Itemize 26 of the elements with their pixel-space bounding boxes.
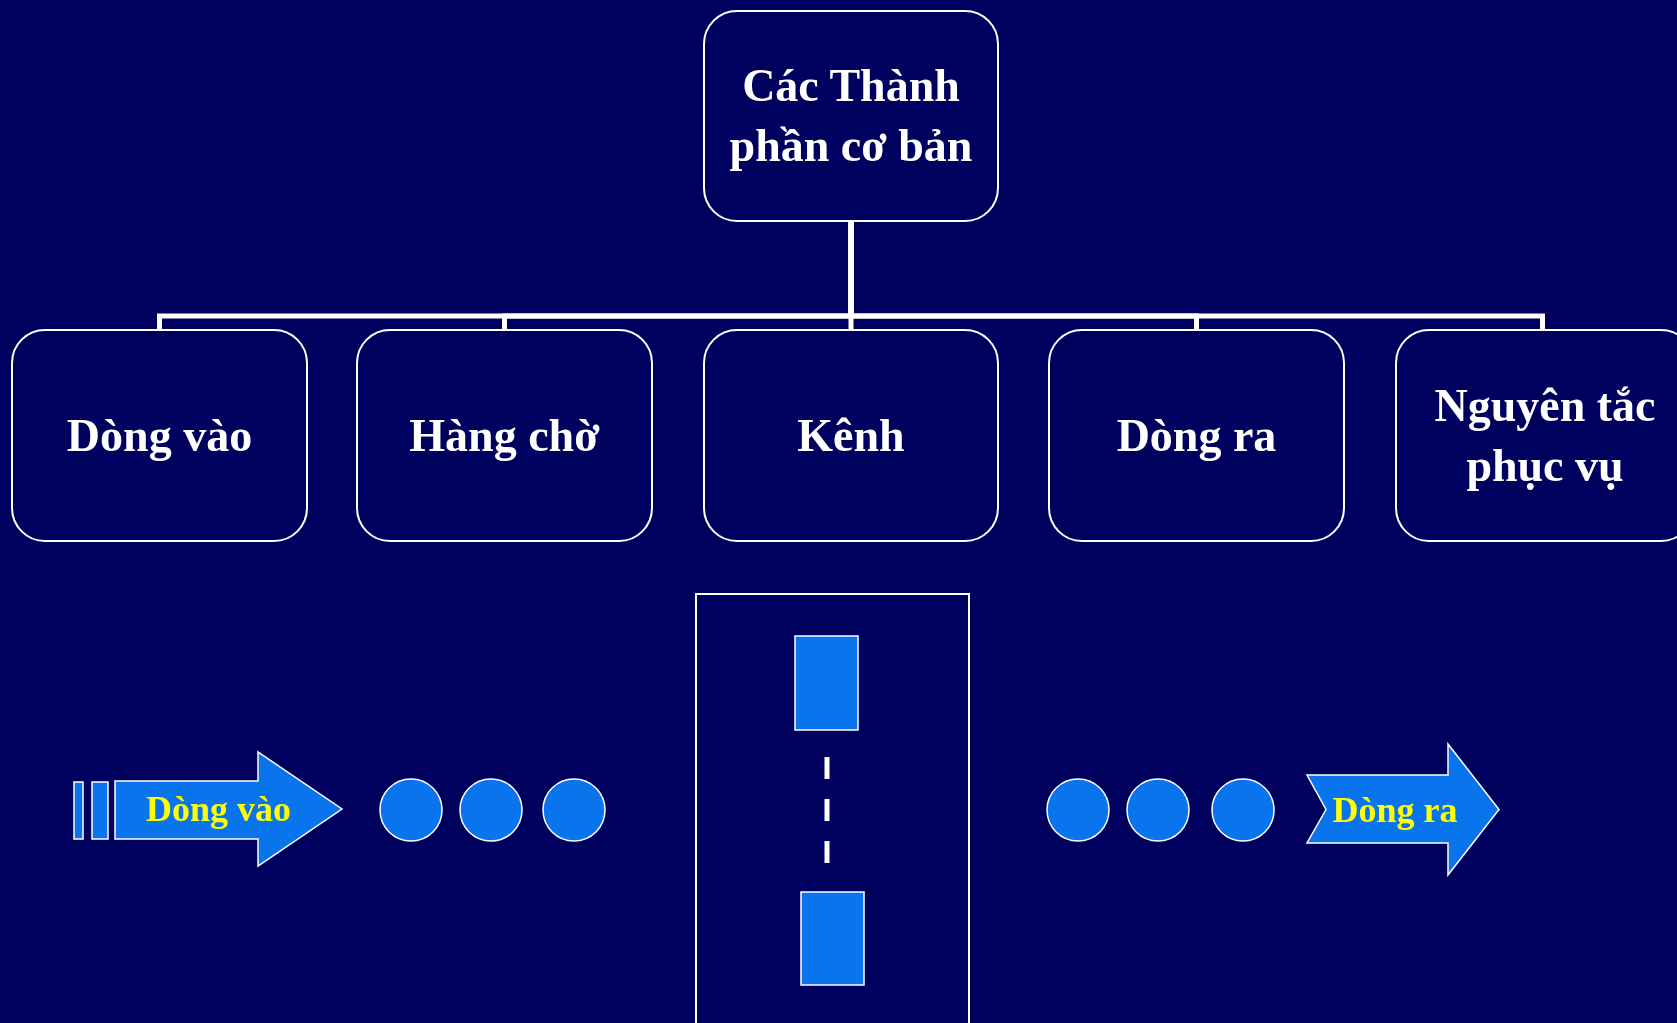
queue-circle (1126, 778, 1190, 842)
block-arrow (115, 752, 342, 866)
flow-label: Dòng vào (146, 788, 291, 830)
component-box (703, 329, 999, 542)
connector-line (848, 222, 1545, 329)
channel-frame (696, 594, 969, 1023)
component-label: Nguyên tắc phục vụ (1433, 378, 1657, 493)
queue-circle (379, 778, 443, 842)
flow-label: Dòng ra (1332, 788, 1458, 831)
component-label: Dòng ra (1116, 408, 1277, 463)
server-block (800, 891, 865, 986)
component-label: Dòng vào (66, 408, 253, 463)
queue-circle (459, 778, 523, 842)
component-label: Hàng chờ (409, 408, 600, 463)
component-box (356, 329, 653, 542)
component-label: Kênh (797, 408, 905, 463)
component-box (703, 10, 999, 222)
component-box (11, 329, 308, 542)
queue-circle (1211, 778, 1275, 842)
component-box (1395, 329, 1677, 542)
queue-circle (1046, 778, 1110, 842)
queue-circle (542, 778, 606, 842)
component-box (1048, 329, 1345, 542)
component-label: Các Thành phần cơ bản (728, 59, 974, 173)
block-arrow (1307, 744, 1499, 875)
server-block (794, 635, 859, 731)
